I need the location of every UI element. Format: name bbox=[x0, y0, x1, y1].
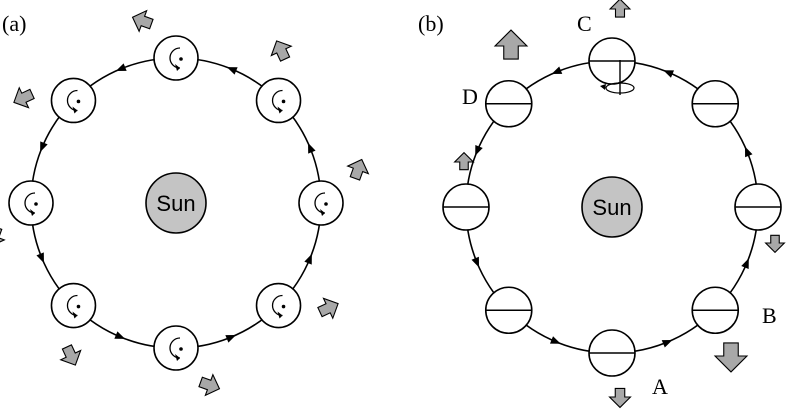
orbit-direction-arrows-b bbox=[471, 66, 753, 348]
orbit-arrow bbox=[663, 70, 675, 78]
axis-arrow-d bbox=[493, 29, 529, 60]
axis-arrow-right bbox=[764, 234, 786, 254]
spin-icon bbox=[24, 192, 38, 216]
panel-b-label: (b) bbox=[418, 11, 444, 36]
panel-b: (b) Sun A B C D bbox=[418, 0, 786, 409]
spin-axis-arrow bbox=[270, 40, 293, 62]
planet-a bbox=[255, 40, 302, 124]
orbit-arrow bbox=[226, 67, 238, 75]
planet-a bbox=[131, 9, 199, 81]
spin-icon bbox=[271, 89, 286, 114]
rotation-axis-icon bbox=[600, 60, 635, 95]
orbit-arrow bbox=[549, 336, 561, 344]
spin-axis-arrow bbox=[346, 158, 370, 181]
spin-axis-arrow bbox=[0, 225, 6, 248]
planet-b bbox=[691, 286, 740, 335]
planet-a bbox=[50, 282, 97, 366]
sun-b bbox=[581, 176, 643, 238]
panel-a-label: (a) bbox=[2, 11, 26, 36]
spin-icon bbox=[314, 192, 328, 216]
orbit-arrow bbox=[551, 66, 563, 75]
spin-axis-arrow bbox=[131, 9, 154, 33]
axis-arrow-c bbox=[608, 0, 632, 18]
planet-b bbox=[691, 79, 740, 128]
spin-axis-arrow bbox=[13, 86, 35, 109]
planet-b bbox=[442, 183, 490, 231]
axis-arrow-a bbox=[608, 387, 632, 409]
planet-a bbox=[255, 282, 339, 329]
spin-icon bbox=[66, 294, 81, 319]
spin-axis-arrow bbox=[198, 373, 221, 397]
orbit-arrow bbox=[661, 339, 673, 348]
spin-axis-arrow bbox=[59, 344, 82, 366]
orbit-arrow bbox=[36, 252, 44, 264]
planet-b bbox=[484, 79, 533, 128]
orbit-arrow bbox=[115, 63, 127, 71]
orbit-arrow bbox=[475, 144, 483, 156]
planets-a bbox=[0, 9, 370, 397]
spin-icon bbox=[169, 47, 183, 71]
orbit-arrow bbox=[744, 146, 753, 158]
spin-icon bbox=[169, 337, 183, 361]
sun-a bbox=[145, 172, 207, 234]
planet-b bbox=[734, 183, 782, 231]
axis-arrows-b bbox=[453, 0, 786, 409]
spin-icon bbox=[271, 294, 286, 319]
point-label-d: D bbox=[462, 84, 478, 109]
sun-label-a: Sun bbox=[156, 191, 195, 216]
point-label-a: A bbox=[652, 374, 668, 399]
orbit-arrow bbox=[114, 331, 126, 339]
orbit-arrow bbox=[741, 258, 749, 270]
axis-arrow-b bbox=[713, 342, 749, 373]
spin-axis-arrow bbox=[317, 297, 339, 320]
planet-a bbox=[298, 158, 370, 226]
planets-b bbox=[442, 0, 786, 409]
orbit-arrow bbox=[308, 142, 316, 154]
orbit-arrow bbox=[304, 253, 312, 265]
planet-a bbox=[0, 180, 54, 248]
axis-arrow-left bbox=[453, 151, 475, 171]
planet-a bbox=[153, 325, 221, 397]
planet-a bbox=[13, 77, 97, 124]
planet-b bbox=[588, 329, 636, 377]
panel-a: (a) Sun bbox=[0, 9, 370, 397]
spin-icon bbox=[66, 89, 81, 114]
planet-b bbox=[588, 37, 636, 85]
point-label-c: C bbox=[577, 11, 592, 36]
sun-label-b: Sun bbox=[592, 195, 631, 220]
orbit-arrow bbox=[225, 335, 237, 343]
orbit-arrow bbox=[471, 256, 480, 268]
orbit-arrow bbox=[40, 141, 48, 153]
point-label-b: B bbox=[762, 303, 777, 328]
orbit-direction-arrows-a bbox=[36, 63, 316, 343]
planet-b bbox=[484, 286, 533, 335]
